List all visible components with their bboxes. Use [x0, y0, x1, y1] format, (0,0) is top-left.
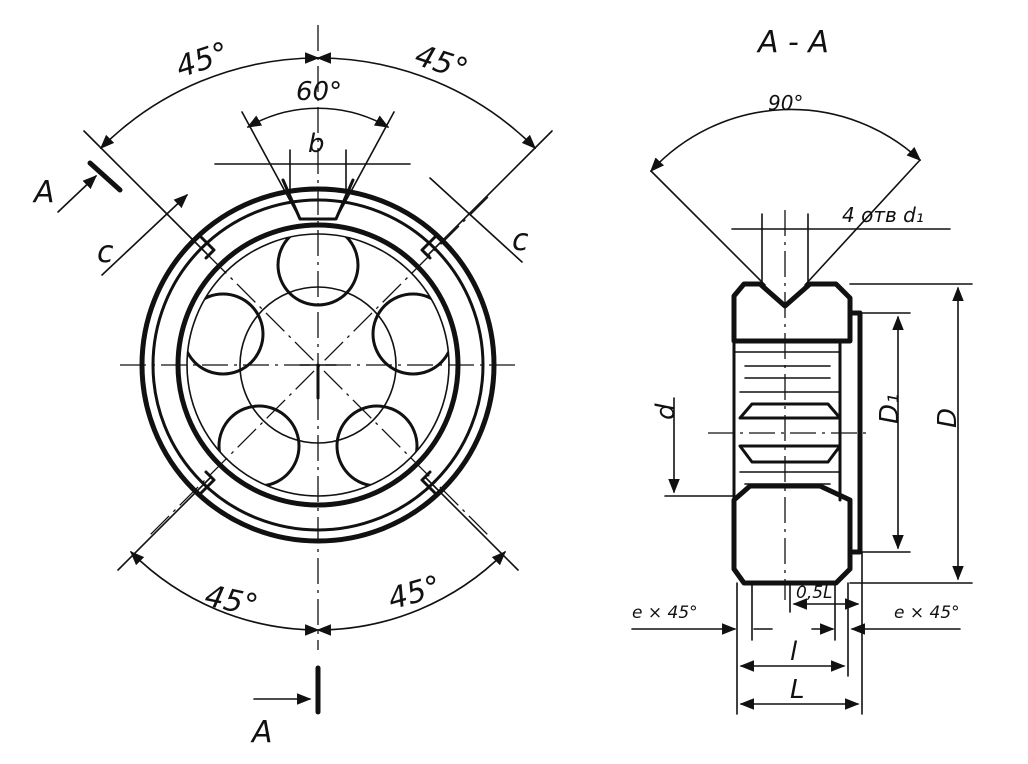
section-shoulder — [847, 310, 863, 555]
c-label-left: c — [97, 235, 114, 270]
angle-arc-top-left — [99, 52, 320, 150]
groove-angle-label: 60° — [296, 77, 342, 107]
section-label-top: A — [32, 175, 55, 210]
chip-hole-upper-right — [371, 292, 449, 376]
section-body-bottom — [731, 483, 853, 586]
angle-extension-top-left — [83, 130, 208, 255]
angle-label-top-left: 45° — [172, 36, 233, 86]
die-outer-edge — [139, 186, 497, 544]
die-thread-region — [186, 233, 450, 497]
screw-hole-bottom-left — [198, 470, 216, 496]
c-dim-left — [101, 194, 189, 276]
countersink-line-left — [650, 170, 766, 286]
c-dim-right — [429, 177, 523, 263]
angle-label-bottom-right: 45° — [384, 569, 445, 617]
holes-note: 4 отв d₁ — [842, 203, 924, 227]
chip-hole-top — [276, 234, 360, 307]
L-label: L — [790, 675, 805, 705]
groove-width-label: b — [308, 129, 325, 159]
screw-hole-top-right — [420, 234, 438, 260]
countersink-line-right — [804, 159, 921, 286]
section-cut-mark-top — [87, 160, 123, 193]
angle-label-bottom-left: 45° — [202, 579, 261, 624]
chamfer-label-left: e × 45° — [632, 603, 698, 623]
angle-label-top-right: 45° — [411, 38, 472, 88]
D1-label: D₁ — [875, 394, 905, 424]
section-title: A - A — [756, 25, 829, 60]
adjustment-groove — [281, 178, 355, 221]
screw-holes — [198, 234, 438, 496]
c-label-right: c — [512, 223, 529, 258]
screw-hole-top-left — [198, 234, 216, 260]
thread-crest-upper — [738, 402, 842, 420]
chamfer-label-right: e × 45° — [894, 603, 960, 623]
l-label: l — [790, 637, 798, 667]
angle-arc-top-right — [316, 52, 537, 150]
countersink-angle-arc — [650, 108, 922, 173]
thread-lines-upper — [733, 351, 841, 393]
angle-extension-bottom-left — [117, 477, 211, 571]
section-label-bottom: A — [250, 715, 273, 750]
angle-extension-bottom-right — [425, 477, 519, 571]
section-view: A - A 90° 4 отв d₁ d D₁ D e × 45° e × 45… — [631, 25, 973, 715]
d-label: d — [651, 403, 681, 420]
half-L-label: 0,5L — [796, 583, 833, 603]
chip-hole-upper-left — [187, 292, 265, 376]
front-view: 45° 45° 60° b c c 45° 45° A A — [32, 25, 553, 750]
D-label: D — [933, 408, 963, 428]
thread-bore — [239, 286, 397, 444]
angle-extension-top-right — [428, 130, 553, 255]
countersink-angle-label: 90° — [768, 91, 803, 115]
thread-lines-lower — [739, 471, 841, 485]
section-body-top — [731, 281, 853, 344]
angle-arc-bottom-right — [316, 550, 507, 636]
section-arrow-top — [57, 175, 98, 213]
thread-crest-lower — [738, 444, 842, 464]
screw-hole-bottom-right — [420, 470, 438, 496]
angle-arc-bottom-left — [129, 550, 320, 636]
die-chamfer-edge — [151, 198, 485, 532]
groove-angle-arc — [246, 107, 390, 128]
die-inner-shoulder — [175, 222, 461, 508]
